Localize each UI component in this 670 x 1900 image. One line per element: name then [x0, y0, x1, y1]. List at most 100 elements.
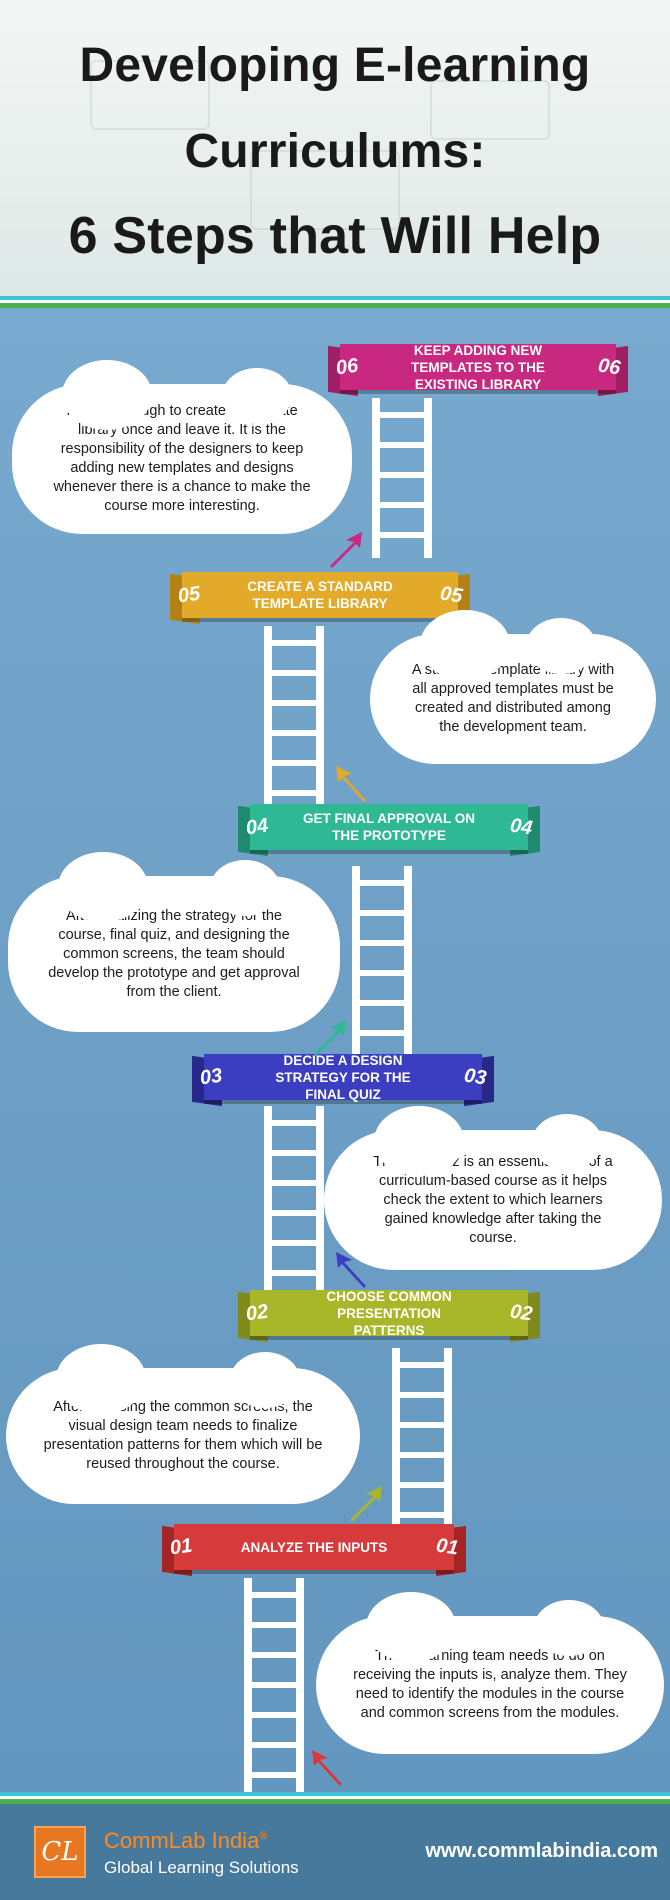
ladder	[392, 1348, 452, 1528]
step-06-number-right: 06	[596, 354, 622, 380]
ladder-rung	[352, 910, 412, 916]
step-06-number: 06	[334, 354, 360, 380]
background-sketch	[250, 150, 400, 230]
ladder-rung	[244, 1742, 304, 1748]
step-04-label: GET FINAL APPROVAL ON THE PROTOTYPE	[250, 804, 528, 850]
background-sketch	[430, 80, 550, 140]
step-06-label: KEEP ADDING NEW TEMPLATES TO THE EXISTIN…	[340, 343, 616, 392]
step-03-description-cloud: The final quiz is an essential part of a…	[334, 1106, 652, 1260]
step-01-number-right: 01	[434, 1534, 460, 1560]
title-line-1: Developing E-learning	[79, 39, 591, 92]
ladder	[264, 1106, 324, 1296]
step-04-number-right: 04	[508, 814, 534, 840]
ladder-rung	[264, 730, 324, 736]
step-05-banner: CREATE A STANDARD TEMPLATE LIBRARY 05 05	[170, 572, 470, 625]
ladder	[372, 398, 432, 558]
ladder-rung	[392, 1392, 452, 1398]
title-line-3: 6 Steps that Will Help	[68, 207, 602, 265]
arrow-up-icon	[314, 1020, 346, 1056]
ladder-rung	[352, 1030, 412, 1036]
ladder	[264, 626, 324, 816]
ladder-rung	[244, 1622, 304, 1628]
arrow-up-icon	[312, 1750, 342, 1786]
step-01-number: 01	[168, 1534, 194, 1560]
ladder-rung	[372, 472, 432, 478]
step-02-banner: CHOOSE COMMON PRESENTATION PATTERNS 02 0…	[238, 1289, 540, 1343]
ladder-rung	[392, 1362, 452, 1368]
brand-tagline: Global Learning Solutions	[104, 1858, 299, 1877]
step-05-label: CREATE A STANDARD TEMPLATE LIBRARY	[182, 572, 458, 618]
ladder-rung	[244, 1592, 304, 1598]
commlab-logo-icon: CL	[34, 1826, 86, 1878]
ladder-rung	[264, 1210, 324, 1216]
step-06-banner: KEEP ADDING NEW TEMPLATES TO THE EXISTIN…	[328, 343, 628, 397]
divider-stripe	[0, 300, 670, 303]
ladder-rung	[244, 1682, 304, 1688]
brand-name: CommLab India®	[104, 1828, 267, 1854]
step-05-description-cloud: A standard template library with all app…	[380, 610, 646, 754]
step-03-number: 03	[198, 1064, 224, 1090]
step-05-number-right: 05	[438, 582, 464, 608]
ladder-rung	[264, 700, 324, 706]
divider-stripe	[0, 296, 670, 300]
step-04-description: After finalizing the strategy for the co…	[48, 907, 300, 1000]
step-01-banner: ANALYZE THE INPUTS 01 01	[162, 1524, 466, 1577]
ladder-rung	[372, 532, 432, 538]
step-02-number: 02	[244, 1300, 270, 1326]
ladder-rung	[392, 1482, 452, 1488]
step-01-label: ANALYZE THE INPUTS	[174, 1524, 454, 1570]
ladder-rung	[352, 940, 412, 946]
ladder-rung	[244, 1712, 304, 1718]
step-03-label: DECIDE A DESIGN STRATEGY FOR THE FINAL Q…	[204, 1053, 482, 1102]
ladder-rung	[244, 1772, 304, 1778]
ladder-rung	[352, 1000, 412, 1006]
brand-name-text: CommLab India	[104, 1828, 260, 1853]
divider-stripe	[0, 1796, 670, 1799]
step-05-number: 05	[176, 582, 202, 608]
header: Developing E-learning Curriculums: 6 Ste…	[0, 0, 670, 296]
step-02-number-right: 02	[508, 1300, 534, 1326]
ladder-rung	[392, 1512, 452, 1518]
step-06-description-cloud: It is not enough to create a template li…	[22, 360, 342, 524]
website-link[interactable]: www.commlabindia.com	[425, 1840, 658, 1862]
ladder-rung	[244, 1652, 304, 1658]
step-04-banner: GET FINAL APPROVAL ON THE PROTOTYPE 04 0…	[238, 804, 540, 857]
step-03-number-right: 03	[462, 1064, 488, 1090]
ladder-rung	[392, 1452, 452, 1458]
ladder-rung	[264, 640, 324, 646]
ladder-rung	[264, 670, 324, 676]
ladder-rung	[372, 442, 432, 448]
ladder	[244, 1578, 304, 1792]
divider-stripe	[0, 1799, 670, 1804]
footer: CL CommLab India® Global Learning Soluti…	[0, 1804, 670, 1900]
step-05-description: A standard template library with all app…	[411, 662, 615, 735]
arrow-up-icon	[350, 1486, 382, 1522]
step-02-description: After choosing the common screens, the v…	[43, 1399, 323, 1472]
background-sketch	[90, 60, 210, 130]
ladder-rung	[264, 1270, 324, 1276]
ladder	[352, 866, 412, 1056]
step-02-description-cloud: After choosing the common screens, the v…	[16, 1344, 350, 1494]
step-02-label: CHOOSE COMMON PRESENTATION PATTERNS	[250, 1289, 528, 1338]
step-04-number: 04	[244, 814, 270, 840]
ladder-rung	[264, 790, 324, 796]
ladder-rung	[392, 1422, 452, 1428]
divider-stripe	[0, 303, 670, 308]
divider-stripe	[0, 1792, 670, 1796]
arrow-up-icon	[336, 1252, 366, 1288]
ladder-rung	[264, 1150, 324, 1156]
trademark-symbol: ®	[259, 1830, 268, 1843]
ladder-rung	[264, 1120, 324, 1126]
ladder-rung	[372, 502, 432, 508]
arrow-up-icon	[336, 766, 366, 802]
steps-area: KEEP ADDING NEW TEMPLATES TO THE EXISTIN…	[0, 308, 670, 1792]
ladder-rung	[352, 970, 412, 976]
step-01-description-cloud: The e-learning team needs to do on recei…	[326, 1592, 654, 1744]
ladder-rung	[352, 880, 412, 886]
step-03-banner: DECIDE A DESIGN STRATEGY FOR THE FINAL Q…	[192, 1053, 494, 1107]
title-line-2: Curriculums:	[184, 125, 486, 178]
ladder-rung	[372, 412, 432, 418]
step-06-description: It is not enough to create a template li…	[53, 403, 311, 514]
step-04-description-cloud: After finalizing the strategy for the co…	[18, 852, 330, 1022]
step-03-description: The final quiz is an essential part of a…	[373, 1153, 613, 1246]
